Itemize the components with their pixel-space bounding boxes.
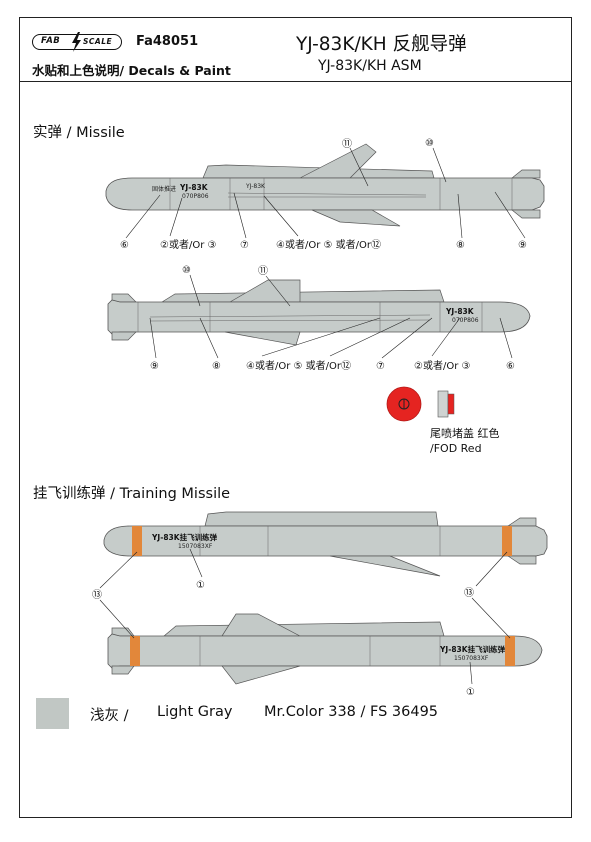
training-bottom-callout-1: ① (466, 687, 475, 698)
missile-bottom-view: YJ-83K 070P806 ⑩ ⑪ ⑨ ⑧ ④或者/Or ⑤ 或者/Or⑫ ⑦… (107, 265, 531, 372)
missile-bottom-label-7: ⑦ (376, 361, 385, 372)
missile-top-label-4: ④或者/Or ⑤ 或者/Or⑫ (276, 239, 381, 251)
header-divider (19, 81, 572, 82)
training-top-dorsal-fairing (204, 511, 439, 527)
missile-bottom-dorsal-fairing (160, 289, 445, 303)
training-top-lower-tail (506, 555, 537, 565)
fod-cover (386, 386, 455, 422)
training-bottom-serial: 1507083XF (454, 655, 489, 662)
missile-top-label-2: ②或者/Or ③ (160, 239, 216, 251)
training-callout-13-right: ⑬ (464, 587, 474, 599)
training-top-body (103, 525, 548, 557)
page-subtitle: 水贴和上色说明/ Decals & Paint (32, 63, 231, 78)
brand-logo: FAB SCALE (32, 32, 122, 52)
missile-bottom-lower-tail (111, 331, 137, 341)
training-bottom-lower-tail (111, 665, 135, 675)
missile-top-label-6: ⑥ (120, 240, 129, 251)
training-top-view: YJ-83K挂飞训练弹 1507083XF ① (99, 511, 548, 591)
missile-bottom-lower-wing (224, 331, 301, 346)
training-bottom-dorsal-fairing (163, 621, 445, 637)
missile-bottom-label-8: ⑧ (212, 361, 221, 372)
missile-bottom-serial: 070P806 (452, 317, 479, 324)
fod-cover-side-cap (447, 393, 455, 415)
logo-scale: SCALE (83, 37, 113, 46)
page-title-en: YJ-83K/KH ASM (318, 58, 422, 74)
training-bottom-text: YJ-83K挂飞训练弹 (439, 644, 506, 654)
training-top-callout-1: ① (196, 580, 205, 591)
page-frame (19, 17, 572, 818)
section-training-heading: 挂飞训练弹 / Training Missile (33, 486, 231, 502)
lightning-icon (72, 32, 81, 52)
missile-bottom-label-4: ④或者/Or ⑤ 或者/Or⑫ (246, 360, 351, 372)
training-bottom-lower-wing (221, 665, 301, 685)
missile-bottom-upper-wing (228, 279, 301, 303)
missile-top-callout-11: ⑪ (342, 138, 352, 150)
page-title: YJ-83K/KH 反舰导弹 (296, 34, 467, 55)
section-missile-heading: 实弹 / Missile (33, 125, 125, 141)
missile-top-serial: 070P806 (182, 193, 209, 200)
missile-bottom-callout-10: ⑩ (182, 265, 191, 276)
missile-top-name: YJ-83K (179, 183, 209, 192)
training-top-lower-wing (329, 555, 441, 577)
missile-top-lower-tail (511, 209, 541, 219)
training-bottom-band-rear (130, 636, 140, 666)
light-gray-swatch (36, 698, 69, 729)
training-top-upper-tail (506, 517, 537, 527)
training-callout-13-left: ⑬ (92, 589, 102, 601)
missile-bottom-label-9: ⑨ (150, 361, 159, 372)
missile-top-label-8: ⑧ (456, 240, 465, 251)
fod-label-en: /FOD Red (430, 442, 482, 455)
fod-cover-side-body (437, 390, 449, 418)
training-top-text: YJ-83K挂飞训练弹 (151, 532, 218, 542)
missile-top-small1: 固体推进 (152, 185, 176, 193)
paint-label-en: Light Gray (157, 704, 233, 720)
missile-top-label-9: ⑨ (518, 240, 527, 251)
missile-top-callout-10: ⑩ (425, 138, 434, 149)
training-top-band-rear (502, 526, 512, 556)
missile-top-label-7: ⑦ (240, 240, 249, 251)
fod-label: 尾喷堵盖 红色 (430, 427, 500, 440)
missile-top-small2: YJ-83K (245, 183, 266, 190)
paint-label-cn: 浅灰 / (90, 708, 129, 724)
paint-reference: Mr.Color 338 / FS 36495 (264, 704, 439, 720)
missile-top-upper-tail (511, 169, 541, 179)
missile-bottom-label-2: ②或者/Or ③ (414, 360, 470, 372)
missile-top-lower-wing (311, 209, 401, 227)
training-top-serial: 1507083XF (178, 543, 213, 550)
missile-bottom-body (107, 299, 531, 335)
training-bottom-band-front (505, 636, 515, 666)
missile-bottom-label-6: ⑥ (506, 361, 515, 372)
missile-top-view: YJ-83K 070P806 固体推进 YJ-83K ⑪ ⑩ ⑥ ②或者/Or … (105, 138, 545, 251)
logo-fab: FAB (41, 36, 61, 46)
missile-bottom-name: YJ-83K (445, 307, 475, 316)
training-top-band-front (132, 526, 142, 556)
missile-bottom-callout-11: ⑪ (258, 265, 268, 277)
product-code: Fa48051 (136, 34, 199, 49)
training-bottom-view: YJ-83K挂飞训练弹 1507083XF ① (99, 597, 543, 698)
